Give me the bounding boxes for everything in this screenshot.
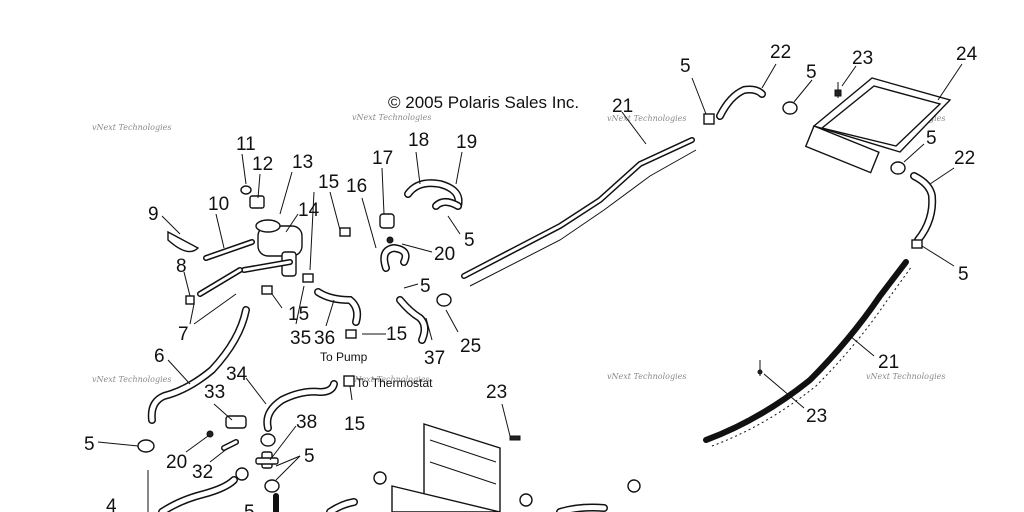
callout-24: 24: [956, 44, 978, 65]
callout-15: 15: [318, 172, 339, 193]
callout-5: 5: [84, 434, 95, 455]
callout-5: 5: [304, 446, 315, 467]
watermark: vNext Technologies: [350, 375, 429, 384]
callout-labels: 11 12 13 14 9 10 8 7 15 16 17 18 19 20 5…: [84, 42, 978, 512]
callout-11: 11: [236, 134, 256, 155]
reservoir-part-24: [804, 77, 952, 174]
seal-part-12: [249, 195, 265, 209]
copyright-text: © 2005 Polaris Sales Inc.: [388, 93, 579, 112]
hose-part-37: [396, 296, 429, 344]
hose-part-6: [147, 306, 250, 424]
callout-10: 10: [208, 194, 229, 215]
callout-5: 5: [958, 264, 969, 285]
callout-4: 4: [106, 496, 117, 512]
coolant-tube-part-21-lower: [703, 259, 913, 447]
hose-part-18: [404, 179, 463, 210]
hose-part-16: [380, 243, 410, 272]
cap-part-25: [436, 293, 452, 307]
note-to-pump: To Pump: [320, 350, 368, 364]
hose-part-22-upper: [716, 85, 766, 120]
leader-lines: [97, 63, 963, 512]
note-to-thermostat: To Thermostat: [356, 376, 433, 390]
callout-19: 19: [456, 132, 477, 153]
callout-9: 9: [148, 204, 159, 225]
watermark: vNext Technologies: [607, 114, 686, 123]
bolt-part-23: [757, 82, 842, 376]
thermostat-housing-part: [241, 219, 303, 277]
callout-17: 17: [372, 148, 393, 169]
callout-37: 37: [424, 348, 445, 369]
callout-23: 23: [852, 48, 873, 69]
callout-34: 34: [226, 364, 248, 385]
hose-part-4: [158, 476, 238, 512]
callout-5: 5: [806, 62, 817, 83]
hose-part-34: [263, 380, 338, 432]
callout-18: 18: [408, 130, 429, 151]
callout-22: 22: [954, 148, 975, 169]
watermark: vNext Technologies: [607, 372, 686, 381]
callout-14: 14: [298, 200, 320, 221]
hose-part-22-right: [910, 172, 937, 244]
callout-5: 5: [464, 230, 475, 251]
coolant-tube-part-21-upper: [461, 137, 697, 287]
cap-part: [137, 433, 280, 493]
callout-20: 20: [166, 452, 187, 473]
callout-25: 25: [460, 336, 481, 357]
callout-36: 36: [314, 328, 335, 349]
callout-20: 20: [434, 244, 455, 265]
callout-23: 23: [806, 406, 827, 427]
callout-16: 16: [346, 176, 367, 197]
callout-15: 15: [288, 304, 309, 325]
callout-21: 21: [878, 352, 899, 373]
callout-7: 7: [178, 324, 189, 345]
fitting-part-17: [379, 213, 395, 229]
callout-5: 5: [244, 502, 255, 512]
hose-part-bottom: [273, 471, 641, 512]
callout-38: 38: [296, 412, 317, 433]
callout-6: 6: [154, 346, 165, 367]
watermark: vNext Technologies: [352, 113, 431, 122]
callout-15: 15: [386, 324, 407, 345]
callout-5: 5: [420, 276, 431, 297]
hose-part-19: [432, 198, 462, 210]
watermark: vNext Technologies: [92, 123, 171, 132]
watermark: vNext Technologies: [92, 375, 171, 384]
callout-13: 13: [292, 152, 313, 173]
callout-8: 8: [176, 256, 187, 277]
callout-12: 12: [252, 154, 273, 175]
callout-32: 32: [192, 462, 213, 483]
bolt-part-10: [203, 239, 255, 261]
callout-23: 23: [486, 382, 507, 403]
callout-35: 35: [290, 328, 311, 349]
washer-part-20: [206, 236, 394, 438]
bolt-part-32: [221, 439, 239, 451]
callout-15: 15: [344, 414, 365, 435]
callout-33: 33: [204, 382, 225, 403]
radiator-part: [391, 423, 501, 512]
watermark: vNext Technologies: [866, 372, 945, 381]
callout-21: 21: [612, 96, 633, 117]
cap-part-11: [240, 185, 252, 195]
hose-part-8: [197, 267, 243, 297]
bypass-hose-part-36: [314, 288, 362, 326]
clip-part-9: [167, 230, 200, 253]
fitting-part-7: [185, 295, 195, 305]
tee-fitting-part-38: [255, 451, 279, 469]
bolt-part-23-bottom: [509, 435, 521, 441]
clamp-part-5: [703, 101, 923, 249]
callout-22: 22: [770, 42, 791, 63]
callout-5: 5: [680, 56, 691, 77]
hose-clamp-part: [261, 227, 357, 387]
callout-5: 5: [926, 128, 937, 149]
